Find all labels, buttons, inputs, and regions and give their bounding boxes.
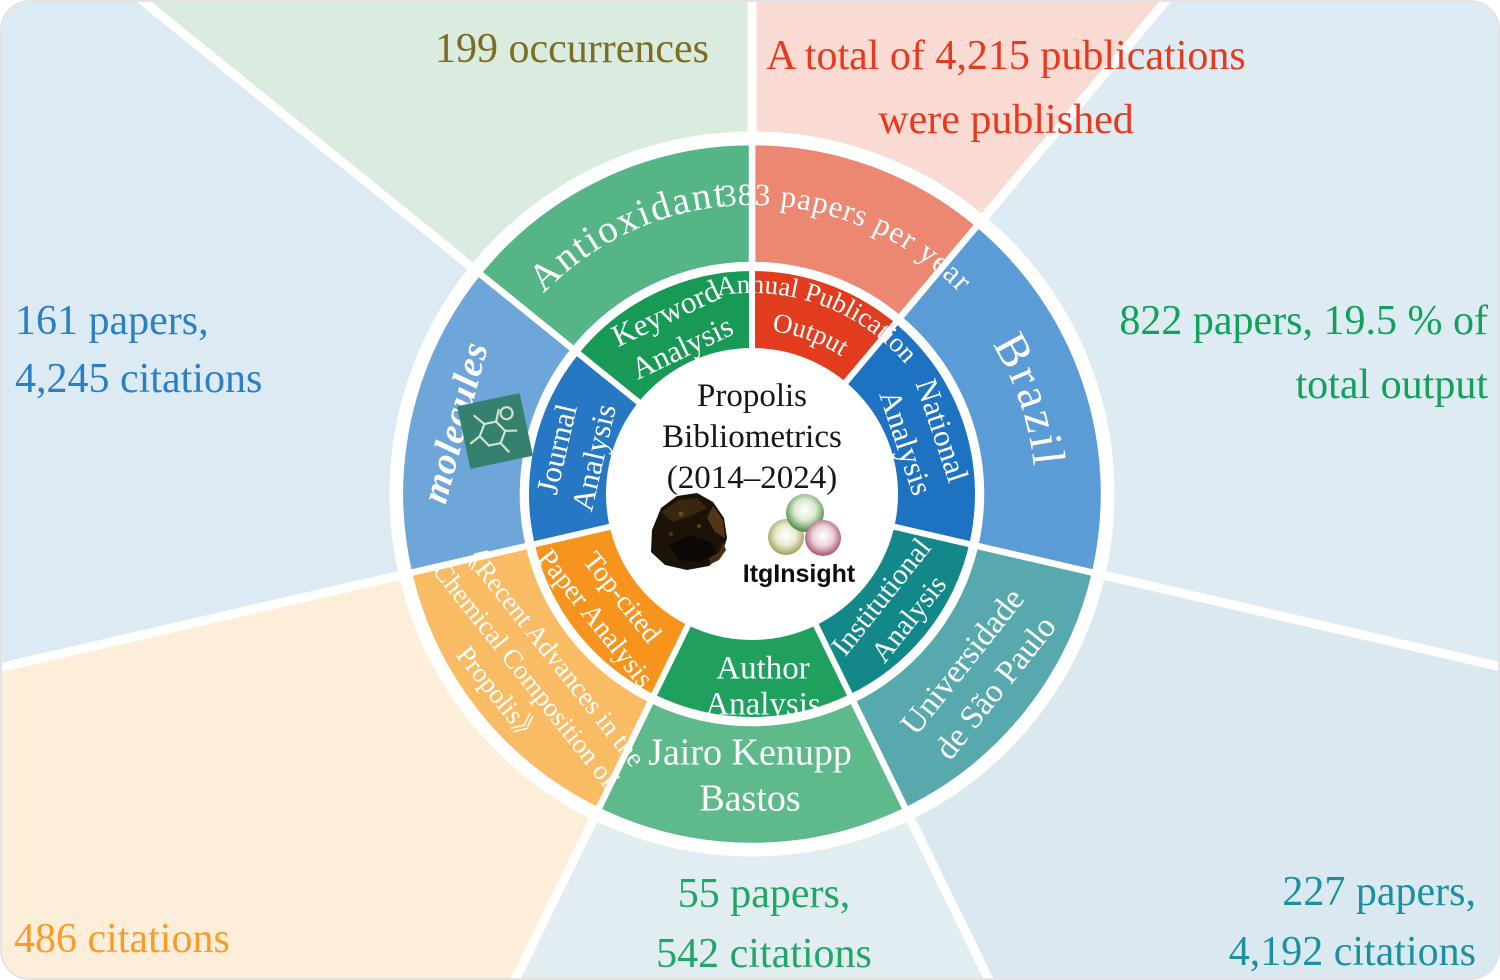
annotation-line: A total of 4,215 publications [766,33,1246,79]
inner-ring [523,264,981,723]
annotation-keyword: 199 occurrences [392,19,752,79]
annotation-line: 486 citations [14,916,230,962]
annotation-line: 55 papers, [677,871,851,917]
annotation-line: 227 papers, [1282,869,1476,915]
annotation-journal: 161 papers, 4,245 citations [15,292,435,408]
itginsight-logo-text: ItgInsight [743,560,856,588]
center-title-line-1: Propolis [697,378,807,414]
center-title-line-3: (2014–2024) [667,460,837,496]
annotation-top-cited: 486 citations [14,909,434,969]
annotation-line: 199 occurrences [434,26,710,72]
center-content: Propolis Bibliometrics (2014–2024) ItgIn… [651,378,856,588]
annotation-line: 542 citations [656,931,872,977]
annotation-line: 822 papers, 19.5 % of [1119,298,1488,344]
annotation-author: 55 papers, 542 citations [564,864,964,978]
annotation-annual-output: A total of 4,215 publications were publi… [726,24,1286,152]
annotation-national: 822 papers, 19.5 % of total output [1048,289,1488,417]
outer-ring-separator [389,131,1115,857]
center-title-line-2: Bibliometrics [662,419,842,455]
annotation-line: 4,245 citations [15,356,263,402]
annotation-institutional: 227 papers, 4,192 citations [1036,862,1476,978]
propolis-sample-photo [651,493,727,570]
annotation-line: were published [878,97,1134,143]
molecules-journal-logo-icon [457,393,533,469]
annotation-line: 4,192 citations [1228,929,1476,975]
annotation-line: total output [1295,362,1489,408]
itginsight-logo: ItgInsight [743,494,856,588]
annotation-line: 161 papers, [15,298,209,344]
